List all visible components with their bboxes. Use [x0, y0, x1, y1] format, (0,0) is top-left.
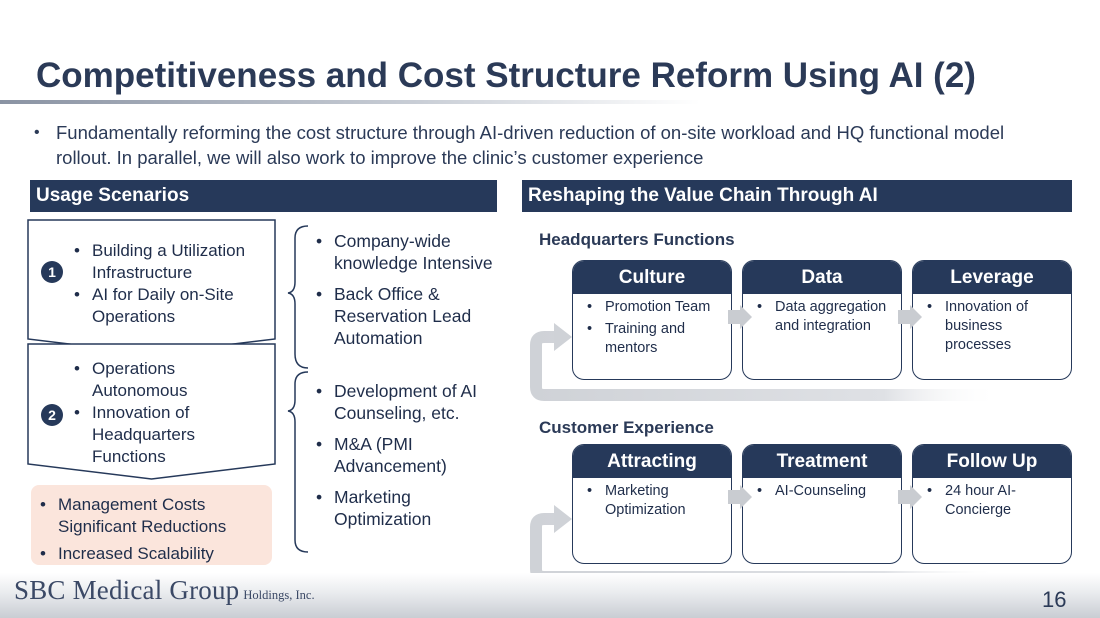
card-title: Attracting: [573, 445, 731, 478]
hq-loop-arrow: [530, 323, 1000, 401]
card-title: Follow Up: [913, 445, 1071, 478]
loop-arrow-head-icon: [554, 505, 572, 533]
intro-text: Fundamentally reforming the cost structu…: [56, 122, 1005, 168]
step1-list: Building a Utilization Infrastructure AI…: [72, 240, 272, 328]
chevron-right-icon: [898, 485, 922, 509]
outcome-item: Increased Scalability: [38, 543, 270, 565]
chevron-right-icon: [898, 305, 922, 329]
step1-number-badge: 1: [41, 261, 63, 283]
card-body: 24 hour AI-Concierge: [913, 478, 1071, 520]
step2-item: Operations Autonomous: [72, 358, 272, 402]
step2-item: Innovation of Headquarters Functions: [72, 402, 272, 468]
card-body: Innovation of business processes: [913, 294, 1071, 355]
usage-scenarios-header: Usage Scenarios: [30, 180, 497, 212]
group1-list: Company-wide knowledge Intensive Back Of…: [314, 230, 494, 349]
hq-functions-label: Headquarters Functions: [539, 230, 735, 249]
card-title: Culture: [573, 261, 731, 294]
hq-card-culture: Culture Promotion Team Training and ment…: [572, 260, 732, 380]
cx-card-attracting: Attracting Marketing Optimization: [572, 444, 732, 564]
card-item: AI-Counseling: [751, 482, 895, 501]
logo-sub-text: Holdings, Inc.: [243, 588, 315, 602]
card-body: Marketing Optimization: [573, 478, 731, 520]
slide-title: Competitiveness and Cost Structure Refor…: [36, 56, 976, 95]
outcomes-list: Management Costs Significant Reductions …: [38, 494, 270, 565]
cx-card-follow-up: Follow Up 24 hour AI-Concierge: [912, 444, 1072, 564]
card-body: Promotion Team Training and mentors: [573, 294, 731, 358]
title-underline: [0, 100, 700, 104]
intro-bullet: •: [34, 124, 40, 141]
chevron-right-icon: [728, 485, 752, 509]
value-chain-header: Reshaping the Value Chain Through AI: [522, 180, 1072, 212]
hq-card-data: Data Data aggregation and integration: [742, 260, 902, 380]
card-title: Leverage: [913, 261, 1071, 294]
card-body: AI-Counseling: [743, 478, 901, 501]
card-item: Training and mentors: [581, 320, 725, 358]
group1-item: Company-wide knowledge Intensive: [314, 230, 494, 274]
page-number: 16: [1042, 587, 1067, 612]
card-item: Promotion Team: [581, 298, 725, 317]
chevron-right-icon: [728, 305, 752, 329]
step1-item: AI for Daily on-Site Operations: [72, 284, 272, 328]
step2-number-badge: 2: [41, 404, 63, 426]
card-item: 24 hour AI-Concierge: [921, 482, 1065, 520]
hq-card-leverage: Leverage Innovation of business processe…: [912, 260, 1072, 380]
brace-icon: [287, 371, 309, 553]
footer-band: [0, 573, 1100, 618]
card-title: Treatment: [743, 445, 901, 478]
card-item: Data aggregation and integration: [751, 298, 895, 336]
group1-item: Back Office & Reservation Lead Automatio…: [314, 283, 494, 349]
group2-list: Development of AI Counseling, etc. M&A (…: [314, 380, 494, 530]
customer-experience-label: Customer Experience: [539, 418, 714, 437]
loop-arrow-head-icon: [554, 323, 572, 351]
brace-icon: [287, 225, 309, 369]
brace-group: [287, 225, 309, 553]
group2-item: Development of AI Counseling, etc.: [314, 380, 494, 424]
card-item: Marketing Optimization: [581, 482, 725, 520]
group2-item: Marketing Optimization: [314, 486, 494, 530]
step2-list: Operations Autonomous Innovation of Head…: [72, 358, 272, 468]
card-item: Innovation of business processes: [921, 298, 1065, 355]
step1-item: Building a Utilization Infrastructure: [72, 240, 272, 284]
loop-arrow-shaft: [530, 331, 1000, 401]
group2-item: M&A (PMI Advancement): [314, 433, 494, 477]
outcome-item: Management Costs Significant Reductions: [38, 494, 270, 538]
card-title: Data: [743, 261, 901, 294]
cx-card-treatment: Treatment AI-Counseling: [742, 444, 902, 564]
logo-main-text: SBC Medical Group: [14, 575, 240, 605]
card-body: Data aggregation and integration: [743, 294, 901, 336]
